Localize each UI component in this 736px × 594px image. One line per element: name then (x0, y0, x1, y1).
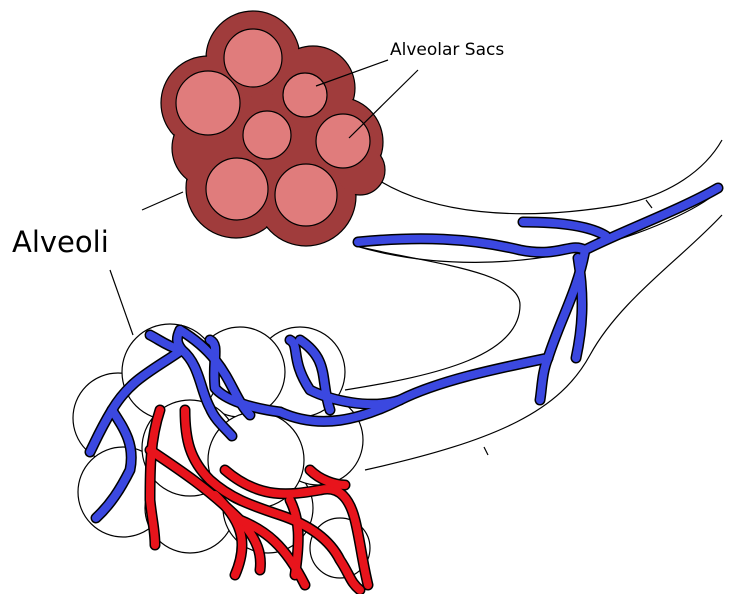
alveolar-sacs-label: Alveolar Sacs (390, 40, 504, 60)
sac-4 (243, 111, 291, 159)
alveolar-sac-cluster (161, 11, 385, 246)
upper-bronchiole-top-edge (372, 140, 722, 214)
alveoli-leader-lower (110, 270, 133, 335)
sac-3 (176, 71, 240, 135)
alveoli-label: Alveoli (12, 225, 109, 259)
sac-5 (316, 114, 370, 168)
sac-1 (224, 29, 282, 87)
sac-6 (206, 158, 268, 220)
alveoli-leader-upper (142, 192, 183, 210)
sac-2 (283, 73, 327, 117)
sac-7 (275, 164, 337, 226)
bronchiole-ticks (484, 200, 652, 455)
bronchiole-outlines (345, 140, 722, 470)
